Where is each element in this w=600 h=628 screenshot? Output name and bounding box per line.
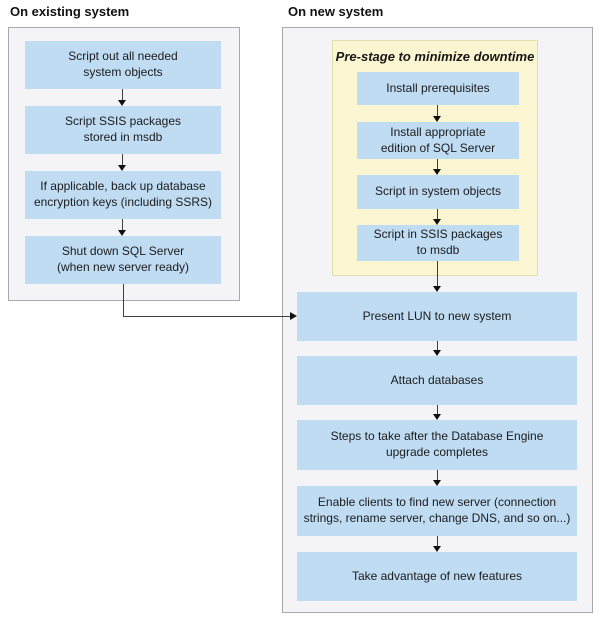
step-post-upgrade-steps: Steps to take after the Database Engine … [297,420,577,470]
step-install-prerequisites: Install prerequisites [357,72,519,105]
new-system-title: On new system [288,4,384,19]
down-arrow-icon [433,536,442,552]
down-arrow-icon [433,470,442,486]
elbow-connector-horizontal [123,316,290,317]
step-script-ssis-packages: Script SSIS packages stored in msdb [25,106,221,154]
step-shut-down-sql-server: Shut down SQL Server (when new server re… [25,236,221,284]
elbow-connector-vertical [123,284,124,316]
down-arrow-icon [433,209,442,225]
down-arrow-icon [433,159,442,175]
down-arrow-icon [433,405,442,420]
down-arrow-icon [433,105,442,122]
step-take-advantage-new-features: Take advantage of new features [297,552,577,601]
right-arrow-icon [290,312,297,320]
prestage-title: Pre-stage to minimize downtime [335,49,535,64]
down-arrow-icon [433,261,442,292]
down-arrow-icon [433,341,442,356]
step-enable-clients: Enable clients to find new server (conne… [297,486,577,536]
step-present-lun: Present LUN to new system [297,292,577,341]
step-script-in-system-objects: Script in system objects [357,175,519,209]
step-script-out-system-objects: Script out all needed system objects [25,41,221,89]
existing-system-title: On existing system [10,4,130,19]
down-arrow-icon [118,154,127,171]
step-backup-encryption-keys: If applicable, back up database encrypti… [25,171,221,219]
down-arrow-icon [118,89,127,106]
down-arrow-icon [118,219,127,236]
step-attach-databases: Attach databases [297,356,577,405]
step-install-sql-server-edition: Install appropriate edition of SQL Serve… [357,122,519,159]
step-script-in-ssis-packages: Script in SSIS packages to msdb [357,225,519,261]
